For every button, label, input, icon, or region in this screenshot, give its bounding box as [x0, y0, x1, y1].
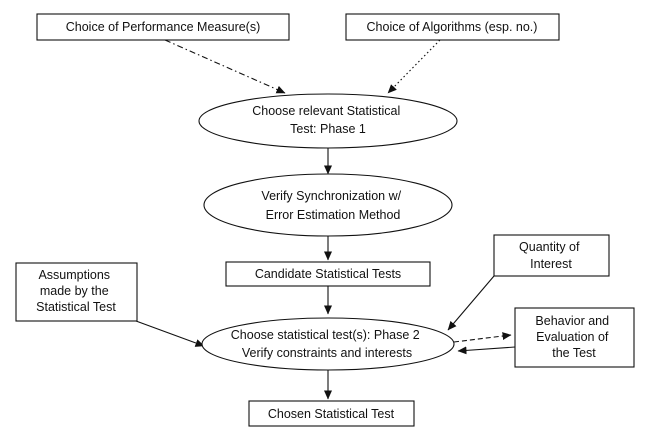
node-phase2-line-2: Verify constraints and interests	[242, 346, 412, 360]
node-chosen: Chosen Statistical Test	[248, 400, 415, 427]
node-performance-measure: Choice of Performance Measure(s)	[36, 13, 290, 41]
node-algorithms: Choice of Algorithms (esp. no.)	[345, 13, 560, 41]
svg-text:Verify Synchronization w/: Verify Synchronization w/ Error Estimati…	[261, 189, 404, 222]
svg-text:Behavior and Evaluation: Behavior and Evaluation of the Test	[535, 314, 612, 360]
node-behavior: Behavior and Evaluation of the Test	[514, 307, 635, 368]
svg-text:Chosen Statistical Test: Chosen Statistical Test	[268, 407, 395, 421]
edge-phase2-to-behavior	[453, 332, 512, 343]
node-assumptions-line-1: Assumptions	[38, 268, 110, 282]
edge-quantity-to-phase2	[447, 275, 495, 331]
node-assumptions: Assumptions made by the Statistical Test	[15, 262, 138, 322]
node-phase1-line-1: Choose relevant Statistical	[252, 104, 400, 118]
node-chosen-line-1: Chosen Statistical Test	[268, 407, 395, 421]
node-behavior-line-3: the Test	[552, 346, 596, 360]
node-quantity-line-2: Interest	[530, 257, 572, 271]
node-behavior-line-1: Behavior and	[535, 314, 609, 328]
edge-assumptions-to-phase2	[135, 320, 205, 347]
edges	[135, 39, 516, 400]
edge-performance-to-phase1	[164, 39, 286, 94]
node-performance-measure-line-1: Choice of Performance Measure(s)	[66, 20, 261, 34]
node-candidate-line-1: Candidate Statistical Tests	[255, 267, 401, 281]
edge-behavior-to-phase2	[457, 346, 516, 355]
node-assumptions-line-2: made by the	[40, 284, 109, 298]
svg-text:Choice of Performance Measure(: Choice of Performance Measure(s)	[66, 20, 261, 34]
svg-text:Choose relevant Statistical: Choose relevant Statistical Test: Phase …	[252, 104, 403, 136]
svg-text:Candidate Statistical Tests: Candidate Statistical Tests	[255, 267, 401, 281]
node-verify-sync: Verify Synchronization w/ Error Estimati…	[203, 173, 453, 237]
node-phase2-line-1: Choose statistical test(s): Phase 2	[231, 328, 420, 342]
node-candidate: Candidate Statistical Tests	[225, 261, 431, 287]
node-verify-sync-line-1: Verify Synchronization w/	[261, 189, 401, 203]
node-behavior-line-2: Evaluation of	[536, 330, 609, 344]
node-phase1: Choose relevant Statistical Test: Phase …	[198, 93, 458, 149]
svg-text:Choose statistical test(s): Ph: Choose statistical test(s): Phase 2 Veri…	[231, 328, 423, 360]
node-quantity-line-1: Quantity of	[519, 240, 580, 254]
node-verify-sync-line-2: Error Estimation Method	[266, 208, 401, 222]
node-algorithms-line-1: Choice of Algorithms (esp. no.)	[367, 20, 538, 34]
svg-text:Quantity of Interest: Quantity of Interest	[519, 240, 583, 271]
node-quantity: Quantity of Interest	[493, 234, 610, 277]
node-assumptions-line-3: Statistical Test	[36, 300, 116, 314]
svg-text:Choice of Algorithms (esp. no.: Choice of Algorithms (esp. no.)	[367, 20, 538, 34]
svg-text:Assumptions made by the: Assumptions made by the Statistical Test	[36, 268, 116, 314]
node-phase1-line-2: Test: Phase 1	[290, 122, 366, 136]
node-phase2: Choose statistical test(s): Phase 2 Veri…	[201, 317, 455, 371]
edge-algorithms-to-phase1	[387, 39, 441, 94]
